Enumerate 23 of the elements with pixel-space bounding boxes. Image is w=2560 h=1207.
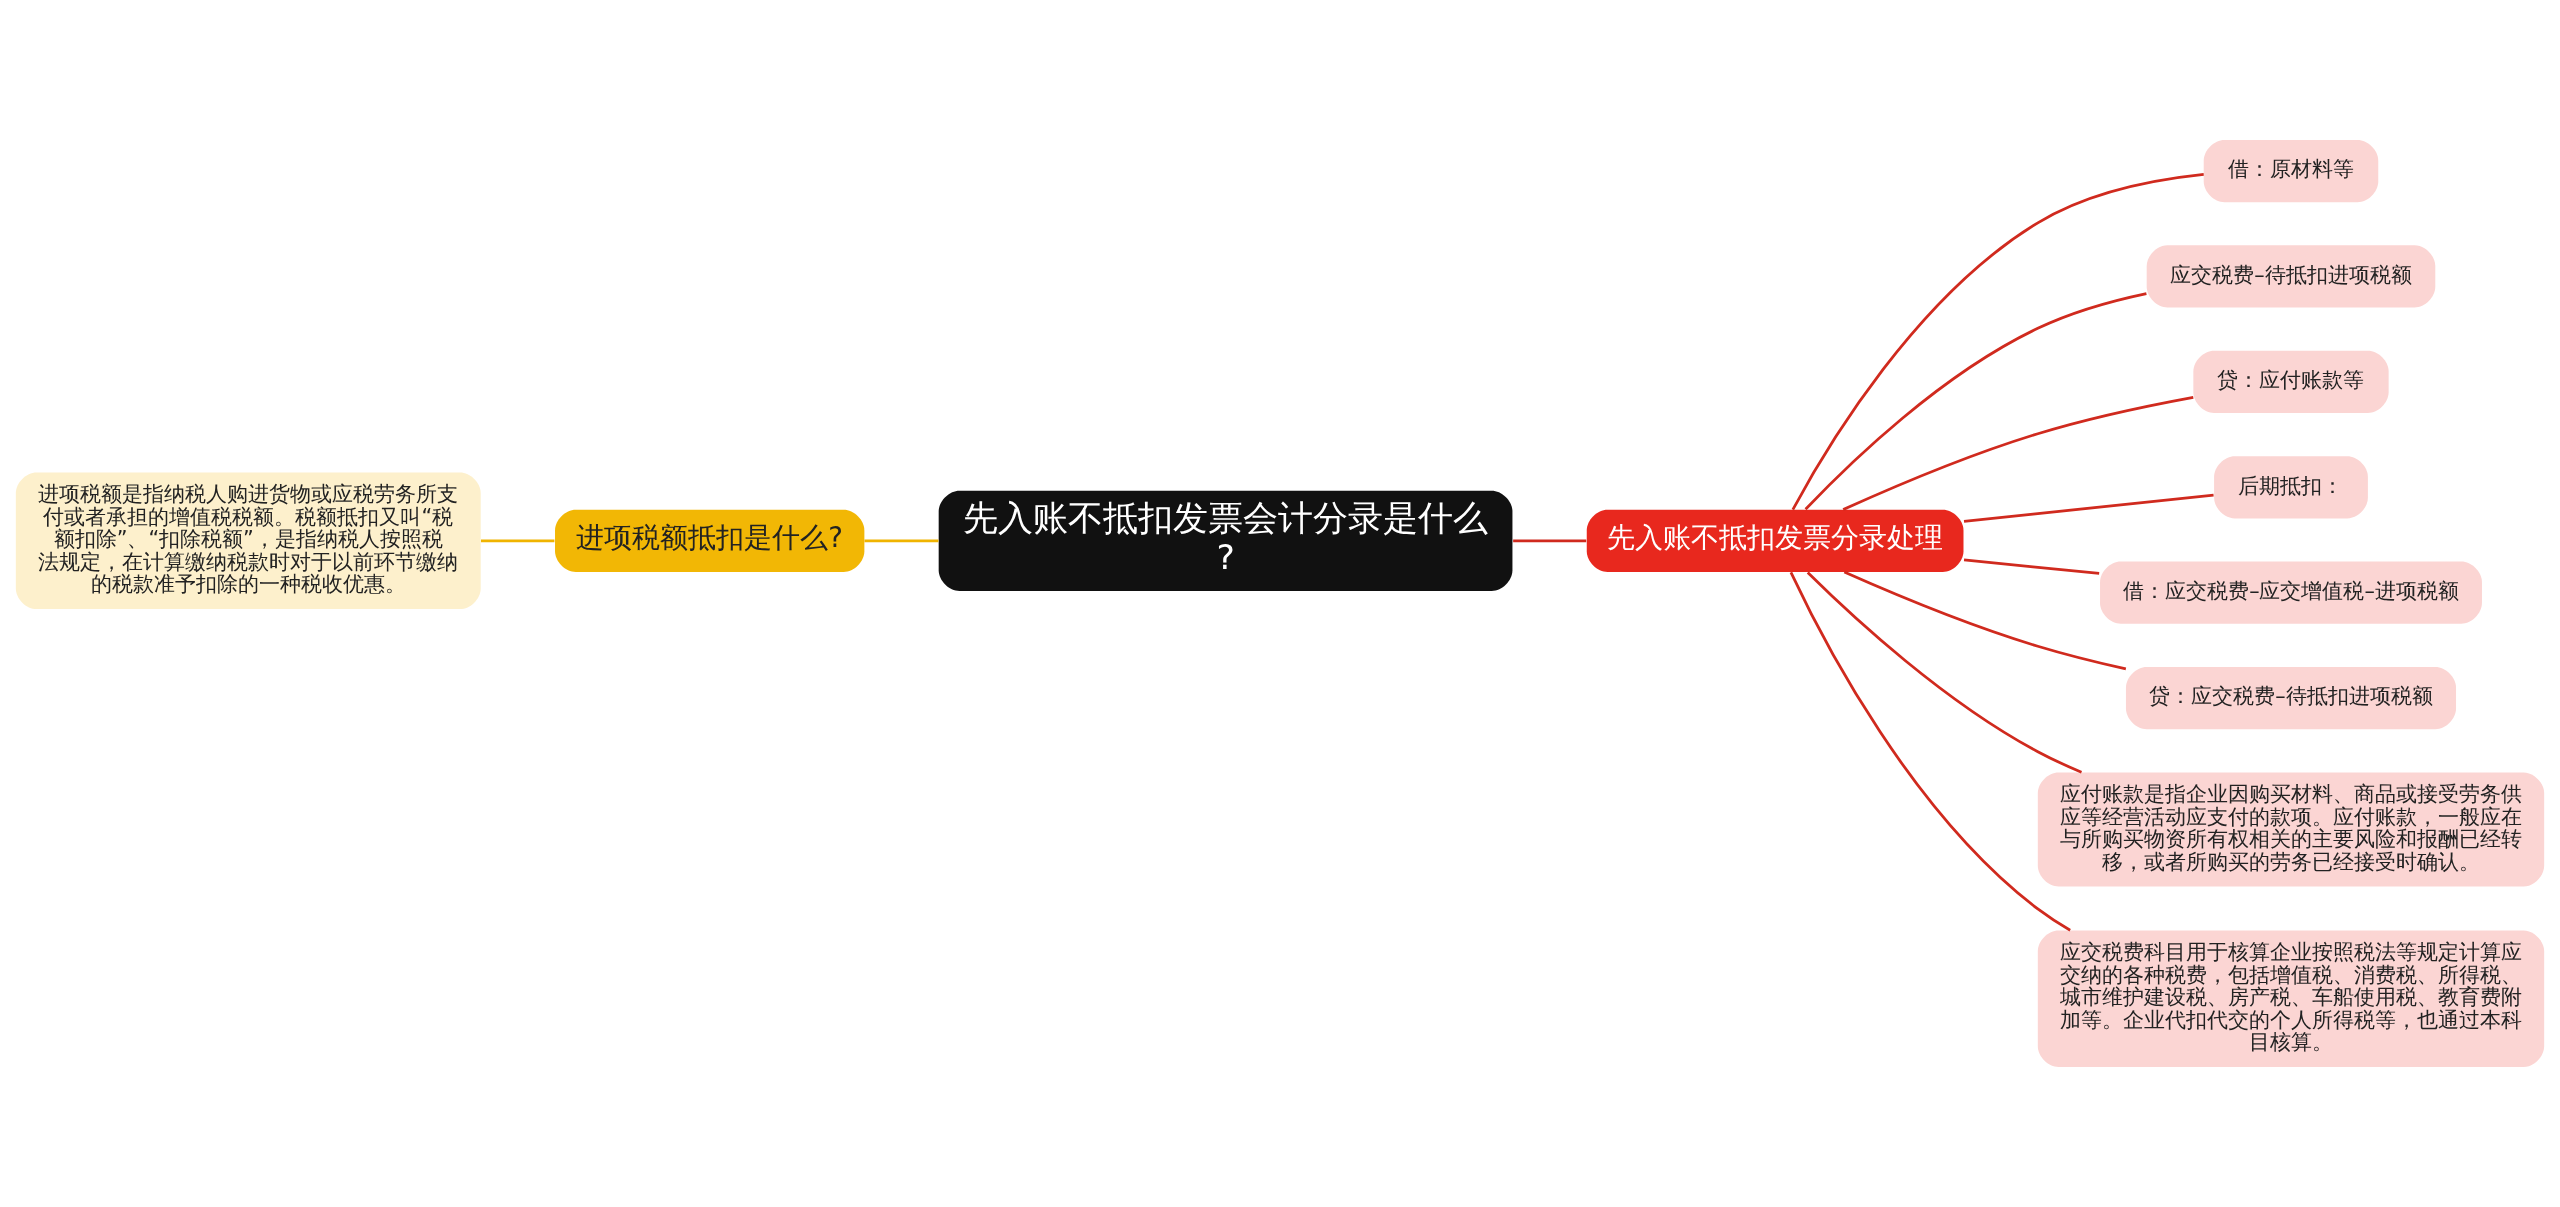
connector [1806, 571, 2083, 774]
connector [1513, 539, 1587, 543]
node-box: 借：应交税费–应交增值税–进项税额 [2100, 561, 2482, 624]
node-box: 应交税费–待抵扣进项税额 [2146, 245, 2436, 308]
connector [1791, 173, 2204, 511]
node-box: 应付账款是指企业因购买材料、商品或接受劳务供应等经营活动应支付的款项。应付账款，一般应在与所购买物资所有权相关的主要风险和报酬已经转移，或者所购买的劳务已经接受时确认。 [2037, 772, 2545, 887]
node-box: 借：原材料等 [2203, 139, 2379, 203]
node-box: 先入账不抵扣发票分录处理 [1586, 509, 1964, 572]
node-box: 贷：应付账款等 [2193, 350, 2389, 413]
connector [1963, 493, 2214, 523]
connector [864, 539, 939, 543]
node-box: 应交税费科目用于核算企业按照税法等规定计算应交纳的各种税费，包括增值税、消费税、所得税、城市维护建设税、房产税、车船使用税、教育费附加等。企业代扣代交的个人所得税等，也通过本科目核算。 [2037, 930, 2545, 1068]
node-box: 进项税额是指纳税人购进货物或应税劳务所支付或者承担的增值税税额。税额抵扣又叫“税额扣除”、“扣除税额”，是指纳税人按照税法规定，在计算缴纳税款时对于以前环节缴纳的税款准予扣除的一种税收优惠。 [15, 472, 481, 610]
connector [481, 539, 555, 543]
connector [1842, 395, 2194, 511]
node-box: 后期抵扣： [2214, 456, 2368, 519]
node-box: 贷：应交税费–待抵扣进项税额 [2125, 667, 2457, 730]
node-box: 进项税额抵扣是什么? [555, 509, 865, 572]
connector [1804, 292, 2147, 511]
connector [1963, 558, 2100, 575]
node-box: 先入账不抵扣发票会计分录是什么? [938, 490, 1513, 591]
connector [1843, 570, 2127, 671]
connector [1789, 571, 2071, 932]
